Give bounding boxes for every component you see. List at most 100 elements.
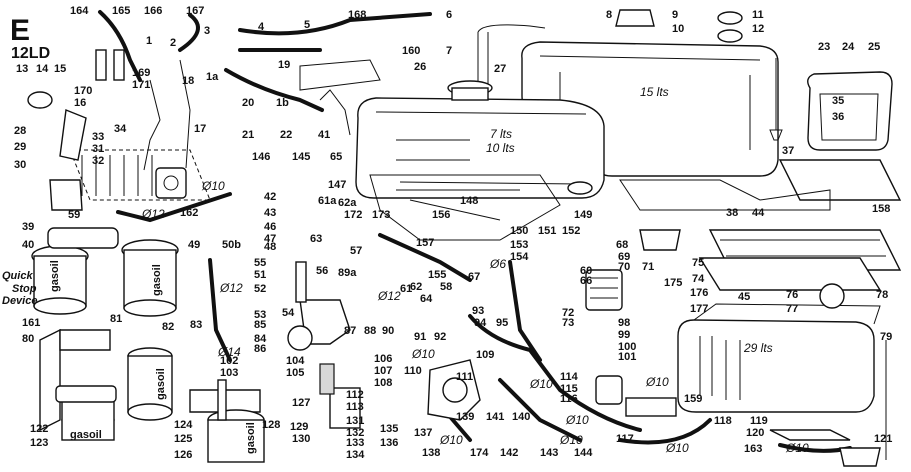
part-number-label: 150: [510, 225, 528, 237]
part-number-label: 120: [746, 427, 764, 439]
part-number-label: 110: [404, 365, 422, 377]
part-number-label: 116: [560, 393, 578, 405]
part-number-label: 86: [254, 343, 266, 355]
part-number-label: 129: [290, 421, 308, 433]
part-number-label: 121: [874, 433, 892, 445]
part-number-label: 60: [580, 265, 592, 277]
pipe-size-2: Ø12: [141, 207, 165, 221]
part-number-label: 157: [416, 237, 434, 249]
part-number-label: 10: [672, 23, 684, 35]
part-number-label: 171: [132, 79, 150, 91]
part-number-label: 5: [304, 19, 310, 31]
part-number-label: 168: [348, 9, 366, 21]
part-number-label: 47: [264, 233, 276, 245]
part-number-label: 152: [562, 225, 580, 237]
part-number-label: 45: [738, 291, 750, 303]
pipe-size-11: Ø10: [559, 433, 583, 447]
part-number-label: 147: [328, 179, 346, 191]
qsd-line-3: Device: [2, 295, 37, 307]
part-number-label: 137: [414, 427, 432, 439]
part-number-label: 102: [220, 355, 238, 367]
part-number-label: 154: [510, 251, 529, 263]
part-number-label: 26: [414, 61, 426, 73]
part-number-label: 24: [842, 41, 855, 53]
part-number-label: 1a: [206, 71, 219, 83]
pipe-size-10: Ø10: [565, 413, 589, 427]
part-number-label: 51: [254, 269, 266, 281]
part-number-label: 1: [146, 35, 152, 47]
part-number-label: 127: [292, 397, 310, 409]
part-number-label: 76: [786, 289, 798, 301]
part-number-label: 134: [346, 449, 365, 461]
part-number-label: 32: [92, 155, 104, 167]
part-number-label: 65: [330, 151, 342, 163]
part-number-label: 98: [618, 317, 630, 329]
part-number-label: 114: [560, 371, 579, 383]
part-number-label: 90: [382, 325, 394, 337]
engine-block: [69, 149, 211, 201]
pipe-size-7: Ø10: [411, 347, 435, 361]
part-number-label: 59: [68, 209, 80, 221]
part-number-label: 100: [618, 341, 636, 353]
part-number-label: 21: [242, 129, 254, 141]
part-number-label: 25: [868, 41, 880, 53]
tank-10l-capacity: 10 lts: [486, 141, 515, 155]
part-number-label: 58: [440, 281, 452, 293]
part-number-label: 62a: [338, 197, 357, 209]
part-number-label: 169: [132, 67, 150, 79]
tank-29l-capacity: 29 lts: [743, 341, 773, 355]
part-number-label: 172: [344, 209, 362, 221]
part-number-label: 46: [264, 221, 276, 233]
pipe-size-1: Ø10: [201, 179, 225, 193]
part-number-label: 177: [690, 303, 708, 315]
part-number-label: 119: [750, 415, 768, 427]
filter-label-1: gasoil: [49, 260, 61, 292]
filter-group-left: gasoil gasoil: [31, 227, 179, 317]
qsd-line-2: Stop: [12, 283, 37, 295]
part-number-label: 28: [14, 125, 26, 137]
part-number-label: 165: [112, 5, 130, 17]
part-number-label: 163: [744, 443, 762, 455]
part-number-label: 99: [618, 329, 630, 341]
part-number-label: 30: [14, 159, 26, 171]
part-number-label: 124: [174, 419, 193, 431]
part-number-label: 48: [264, 241, 276, 253]
pipe-size-13: Ø10: [665, 441, 689, 455]
pipe-size-5: Ø12: [377, 289, 401, 303]
part-number-label: 140: [512, 411, 530, 423]
part-number-label: 144: [574, 447, 593, 459]
tank-7l-capacity: 7 lts: [490, 127, 512, 141]
part-number-label: 84: [254, 333, 267, 345]
part-number-label: 77: [786, 303, 798, 315]
part-number-label: 80: [22, 333, 34, 345]
part-number-label: 159: [684, 393, 702, 405]
part-number-label: 141: [486, 411, 504, 423]
part-number-label: 68: [616, 239, 628, 251]
part-number-label: 6: [446, 9, 452, 21]
part-number-label: 142: [500, 447, 518, 459]
tank-15l-capacity: 15 lts: [640, 85, 669, 99]
part-number-label: 167: [186, 5, 204, 17]
part-number-label: 71: [642, 261, 654, 273]
qsd-line-1: Quick: [2, 270, 33, 282]
part-number-label: 20: [242, 97, 254, 109]
part-number-label: 39: [22, 221, 34, 233]
part-number-label: 166: [144, 5, 162, 17]
part-number-label: 107: [374, 365, 392, 377]
part-number-label: 161: [22, 317, 40, 329]
part-number-label: 53: [254, 309, 266, 321]
part-number-label: 95: [496, 317, 508, 329]
part-number-label: 73: [562, 317, 574, 329]
part-number-label: 93: [472, 305, 484, 317]
part-number-label: 70: [618, 261, 630, 273]
filter-group-bottom: gasoil gasoil gasoil: [39, 328, 265, 463]
part-number-label: 11: [752, 9, 764, 21]
part-number-label: 104: [286, 355, 305, 367]
part-number-label: 176: [690, 287, 708, 299]
part-number-label: 67: [468, 271, 480, 283]
part-number-label: 149: [574, 209, 592, 221]
part-number-label: 57: [350, 245, 362, 257]
part-number-label: 123: [30, 437, 48, 449]
